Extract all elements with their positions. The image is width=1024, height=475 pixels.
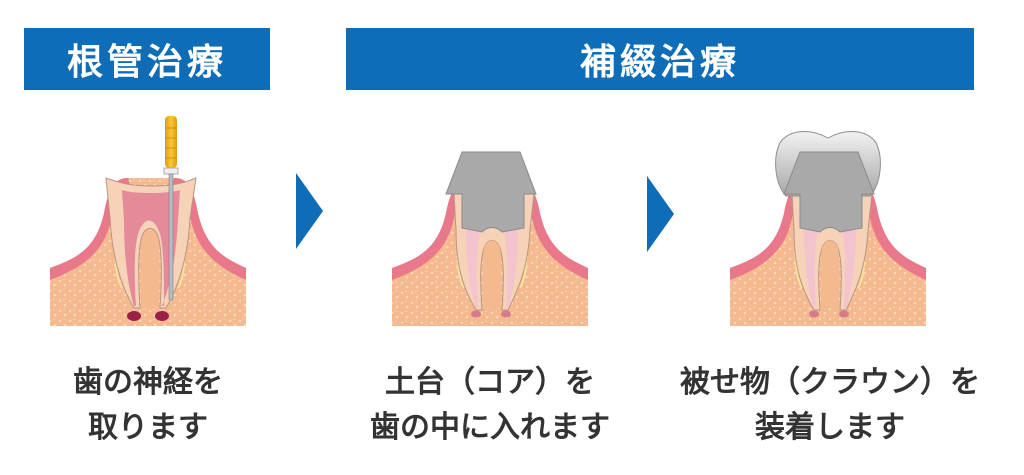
tooth-core-buildup-icon [392, 151, 588, 326]
caption-line: 土台（コア）を [385, 365, 595, 400]
step-1-caption: 歯の神経を 取ります [48, 360, 248, 450]
arrow-right-icon [647, 176, 674, 252]
arrow-right-icon [296, 173, 323, 249]
step-2-caption: 土台（コア）を 歯の中に入れます [340, 360, 640, 450]
header-root-canal-label: 根管治療 [66, 42, 227, 83]
tooth-crown-icon [730, 131, 926, 326]
caption-line: 取ります [88, 410, 208, 445]
caption-line: 装着します [755, 410, 905, 445]
caption-line: 歯の中に入れます [370, 410, 610, 445]
header-prosthetic-label: 補綴治療 [579, 42, 740, 83]
step-3-caption: 被せ物（クラウン）を 装着します [660, 360, 1000, 450]
header-root-canal-treatment: 根管治療 [24, 28, 270, 90]
header-prosthetic-treatment: 補綴治療 [346, 28, 974, 90]
tooth-root-canal-file-icon [50, 116, 246, 326]
caption-line: 歯の神経を [73, 365, 223, 400]
caption-line: 被せ物（クラウン）を [680, 365, 980, 400]
